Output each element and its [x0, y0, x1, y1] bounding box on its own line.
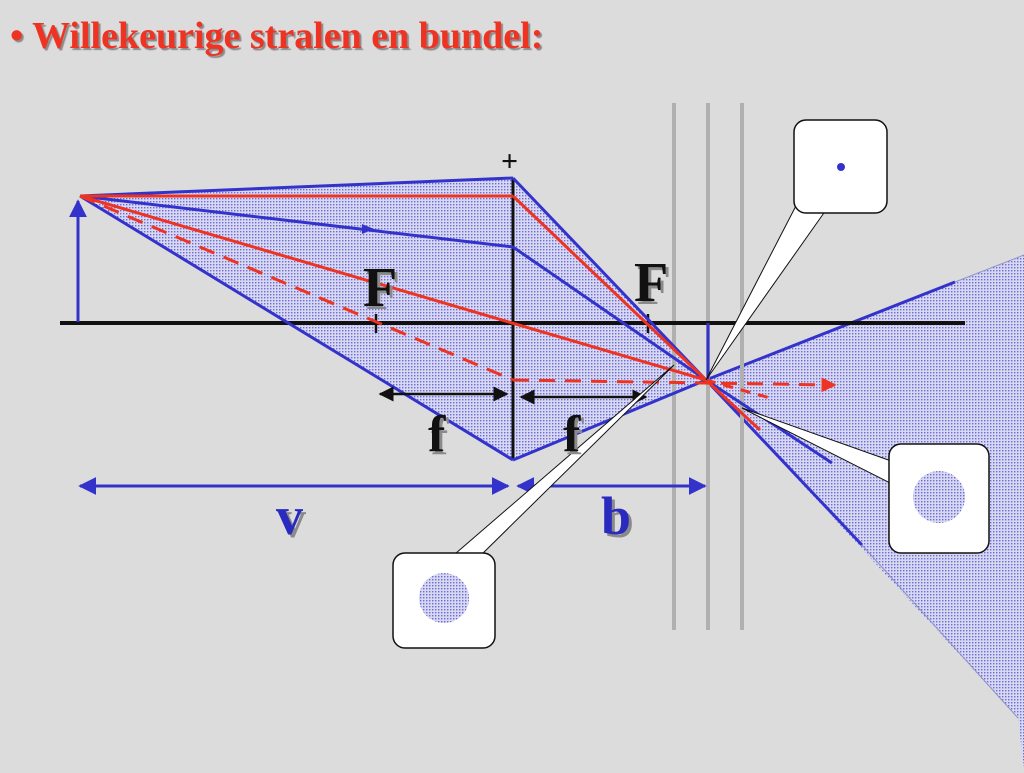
- focus-right-label-shadow: F: [637, 255, 671, 317]
- spot-blur-right: [913, 471, 965, 523]
- callout-top: [793, 119, 888, 214]
- slide-title: • Willekeurige stralen en bundel:: [10, 15, 544, 57]
- f-right-label: f: [563, 406, 581, 463]
- spot-blur-left: [419, 573, 469, 623]
- focus-left-label: F: [363, 257, 397, 319]
- callout-right: [888, 443, 990, 554]
- b-label: b: [601, 486, 631, 546]
- diverging-bundle-edge-bottom: [704, 378, 864, 547]
- focus-left-label-shadow: F: [366, 260, 400, 322]
- v-label-shadow: v: [279, 489, 306, 549]
- callout-bottom-left: [392, 552, 496, 649]
- v-label: v: [276, 486, 303, 546]
- diverging-bundle-edge-top: [705, 280, 956, 382]
- f-right-label-shadow: f: [566, 409, 584, 466]
- red-rays: [79, 194, 837, 432]
- b-label-shadow: b: [604, 489, 634, 549]
- f-left-label: f: [428, 406, 446, 463]
- lens-plus-label: +: [501, 145, 518, 178]
- spot-sharp: [837, 163, 845, 171]
- f-left-label-shadow: f: [431, 409, 449, 466]
- focus-right-label: F: [634, 252, 668, 314]
- converging-bundle: [513, 178, 706, 460]
